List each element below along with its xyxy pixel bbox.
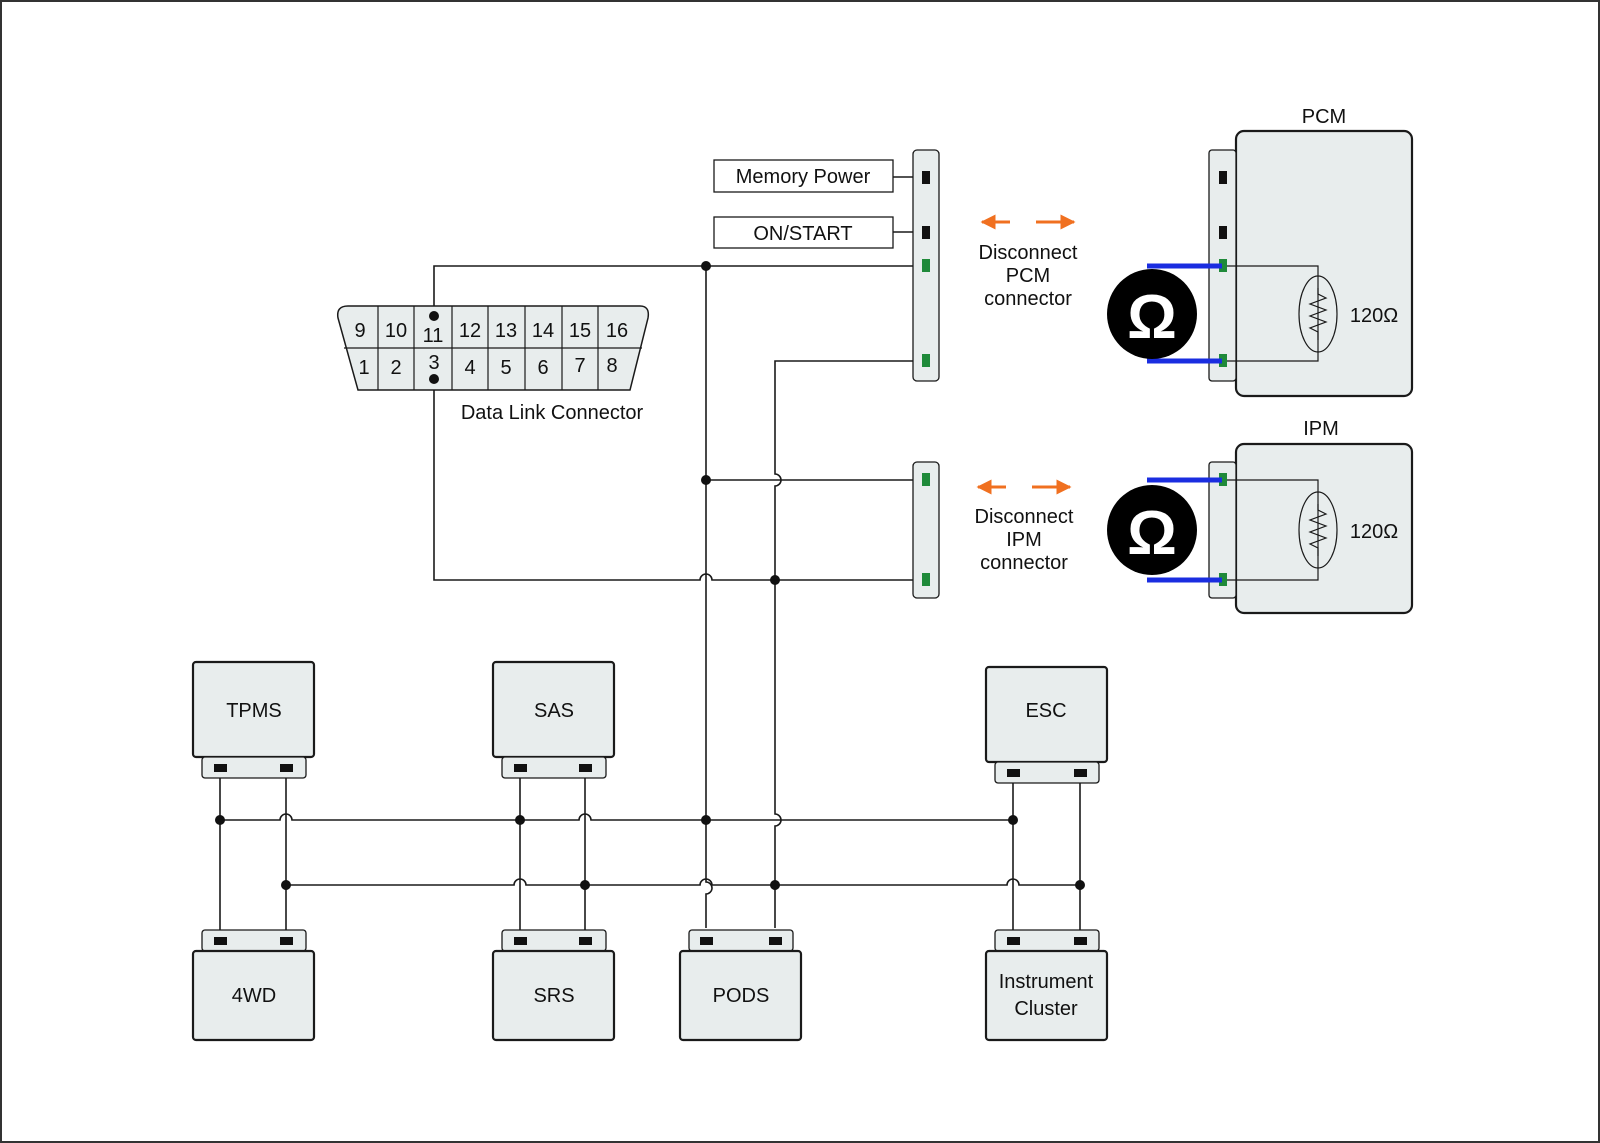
module-instrument-cluster: Instrument Cluster — [984, 929, 1109, 1042]
pcm-harness-pin-memory — [922, 171, 930, 184]
pcm-harness-pin-ignition — [922, 226, 930, 239]
pcm-resistor-value: 120Ω — [1350, 305, 1398, 327]
module-label: SAS — [534, 700, 574, 722]
data-link-connector: 9 10 11 12 13 14 15 16 1 2 3 4 5 6 7 8 D… — [336, 305, 650, 424]
dlc-pin: 11 — [423, 325, 444, 347]
ipm-harness-pin-can-high — [922, 473, 930, 486]
junction-dot — [701, 261, 711, 271]
module-label: SRS — [533, 985, 574, 1007]
ipm-resistor-value: 120Ω — [1350, 521, 1398, 543]
pcm-harness-pin-can-low — [922, 354, 930, 367]
ipm-terminating-resistor-outline — [1298, 491, 1338, 569]
junction-dot — [215, 815, 225, 825]
dlc-pin: 7 — [574, 355, 585, 377]
pcm-ohmmeter: Ω — [1107, 263, 1222, 364]
dlc-pin: 13 — [495, 320, 517, 342]
dlc-pin: 2 — [390, 357, 401, 379]
pcm-pin-can-high — [1219, 259, 1227, 272]
pcm-module: PCM 120Ω — [1208, 106, 1414, 398]
dlc-pin: 6 — [537, 357, 548, 379]
dlc-pin: 16 — [606, 320, 628, 342]
dlc-pin: 1 — [358, 357, 369, 379]
ipm-disconnect-text: IPM — [1006, 529, 1042, 551]
ipm-harness-pin-can-low — [922, 573, 930, 586]
dlc-pin: 9 — [354, 320, 365, 342]
dlc-pin: 14 — [532, 320, 554, 342]
dlc-pin: 5 — [500, 357, 511, 379]
wire-dlc-pin11-to-pcm — [433, 265, 920, 316]
junction-dot — [1075, 880, 1085, 890]
ohmmeter-icon — [1107, 485, 1197, 575]
module-label: ESC — [1025, 700, 1066, 722]
wire-dlc-pin3-to-ipm — [433, 379, 920, 581]
dlc-pin: 10 — [385, 320, 407, 342]
module-label: Instrument — [999, 971, 1094, 993]
junction-dot — [580, 880, 590, 890]
ipm-title: IPM — [1303, 418, 1339, 440]
ipm-connector — [1208, 461, 1237, 599]
pcm-terminating-resistor-outline — [1298, 275, 1338, 353]
module-pods: PODS — [678, 929, 803, 1042]
pcm-harness-pin-can-high — [922, 259, 930, 272]
module-esc: ESC — [984, 665, 1109, 784]
ipm-ohmmeter: Ω — [1107, 477, 1222, 583]
module-label: PODS — [713, 985, 770, 1007]
ipm-disconnect-text: Disconnect — [975, 506, 1074, 528]
junction-dot — [701, 475, 711, 485]
pcm-pin-can-low — [1219, 354, 1227, 367]
ipm-pin-can-low — [1219, 573, 1227, 586]
dlc-pin: 4 — [464, 357, 475, 379]
module-4wd: 4WD — [191, 929, 316, 1042]
module-sas: SAS — [491, 660, 616, 779]
pcm-disconnect-text: Disconnect — [979, 242, 1078, 264]
junctions — [215, 261, 1085, 890]
wire-bus-2 — [286, 878, 1080, 886]
memory-power-label: Memory Power — [736, 166, 871, 188]
junction-dot — [701, 815, 711, 825]
ipm-pin-can-high — [1219, 473, 1227, 486]
pcm-title: PCM — [1302, 106, 1346, 128]
ipm-harness-connector — [912, 461, 940, 599]
dlc-pin: 15 — [569, 320, 591, 342]
pcm-disconnect-text: PCM — [1006, 265, 1050, 287]
junction-dot — [770, 880, 780, 890]
dlc-pin3-dot — [429, 374, 439, 384]
module-srs: SRS — [491, 929, 616, 1042]
dlc-pin: 8 — [606, 355, 617, 377]
module-label: TPMS — [226, 700, 282, 722]
dlc-pin: 3 — [428, 352, 439, 374]
module-tpms: TPMS — [191, 660, 316, 779]
dlc-pin11-dot — [429, 311, 439, 321]
wire-trunk-b — [774, 360, 920, 928]
ipm-ohm-symbol: Ω — [1127, 499, 1177, 568]
junction-dot — [515, 815, 525, 825]
ohmmeter-icon — [1107, 269, 1197, 359]
memory-power-box — [713, 159, 894, 193]
wire-bus-1 — [220, 813, 1013, 821]
ipm-disconnect-text: connector — [980, 552, 1068, 574]
on-start-label: ON/START — [753, 223, 852, 245]
pcm-resistor-icon — [1308, 288, 1328, 340]
pcm-disconnect-text: connector — [984, 288, 1072, 310]
module-label: Cluster — [1014, 998, 1078, 1020]
pcm-ohm-symbol: Ω — [1127, 283, 1177, 352]
dlc-pin: 12 — [459, 320, 481, 342]
pcm-body — [1234, 129, 1414, 398]
module-label: 4WD — [232, 985, 276, 1007]
wiring — [219, 176, 1081, 935]
on-start-box — [713, 216, 894, 249]
ipm-resistor-icon — [1308, 504, 1328, 556]
ipm-module: IPM 120Ω — [1208, 418, 1414, 615]
junction-dot — [1008, 815, 1018, 825]
junction-dot — [281, 880, 291, 890]
wire-trunk-a — [705, 266, 713, 928]
dlc-label: Data Link Connector — [461, 402, 644, 424]
junction-dot — [770, 575, 780, 585]
